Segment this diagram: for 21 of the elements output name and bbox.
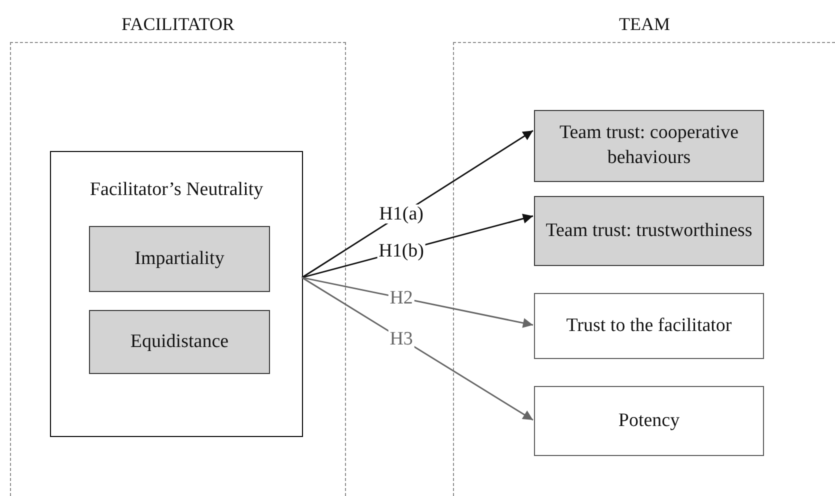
panel-heading: TEAM: [618, 13, 671, 36]
construct-label: Team trust: cooperative behaviours: [558, 121, 740, 170]
edge-label: H3: [388, 329, 414, 348]
box-heading: Facilitator’s Neutrality: [88, 178, 264, 202]
construct-label: Potency: [618, 408, 680, 433]
arrow: [302, 276, 534, 328]
edge-label: H1(b): [378, 242, 426, 261]
construct-label: Trust to the facilitator: [566, 314, 732, 338]
construct-box: [534, 110, 764, 182]
construct-box: [534, 196, 764, 266]
arrow: [302, 276, 534, 421]
construct-label: Impartiality: [134, 246, 224, 271]
construct-box: [89, 310, 270, 374]
edge-label: H1(a): [378, 204, 424, 224]
construct-box: [534, 293, 764, 359]
construct-box: [534, 386, 764, 456]
construct-box: [89, 226, 270, 292]
panel-heading: FACILITATOR: [120, 13, 236, 36]
construct-box: [50, 151, 303, 437]
construct-label: Equidistance: [130, 330, 229, 354]
construct-label: Team trust: trustworthiness: [546, 218, 752, 243]
